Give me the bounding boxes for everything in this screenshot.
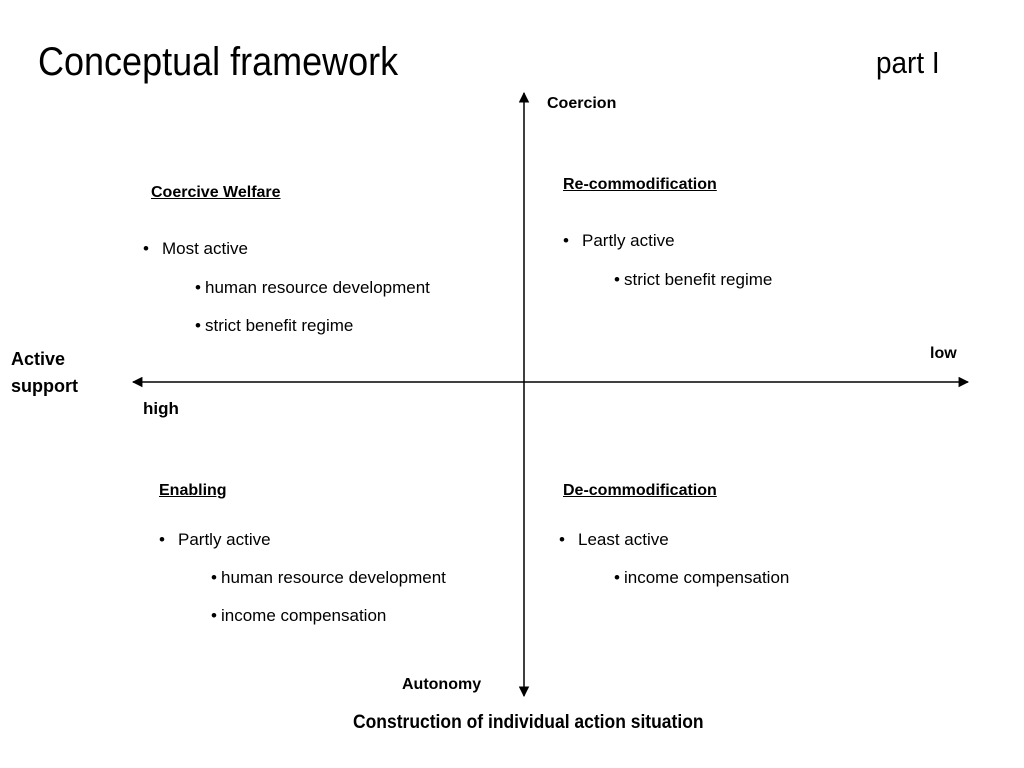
bullet-main: Least active xyxy=(559,530,669,550)
bullet-sub: human resource development xyxy=(211,568,446,588)
bullet-main: Partly active xyxy=(159,530,271,550)
bullet-sub: income compensation xyxy=(614,568,789,588)
diagram-caption: Construction of individual action situat… xyxy=(353,712,704,733)
quadrant-title: Enabling xyxy=(159,482,227,499)
axis-label-active-support: Active support xyxy=(11,349,78,396)
bullet-main: Most active xyxy=(143,239,248,259)
axis-label-coercion: Coercion xyxy=(547,95,617,112)
slide-title: Conceptual framework xyxy=(38,40,399,84)
axis-label-low: low xyxy=(930,345,957,362)
bullet-sub: human resource development xyxy=(195,278,430,298)
bullet-sub: strict benefit regime xyxy=(614,270,772,290)
quadrant-title: De-commodification xyxy=(563,482,717,499)
quadrant-title: Re-commodification xyxy=(563,176,717,193)
axis-label-autonomy: Autonomy xyxy=(402,676,482,693)
quadrant-title: Coercive Welfare xyxy=(151,184,281,201)
bullet-main: Partly active xyxy=(563,231,675,251)
slide-part-label: part I xyxy=(876,45,940,80)
bullet-sub: income compensation xyxy=(211,606,386,626)
bullet-sub: strict benefit regime xyxy=(195,316,353,336)
axis-label-high: high xyxy=(143,399,179,418)
